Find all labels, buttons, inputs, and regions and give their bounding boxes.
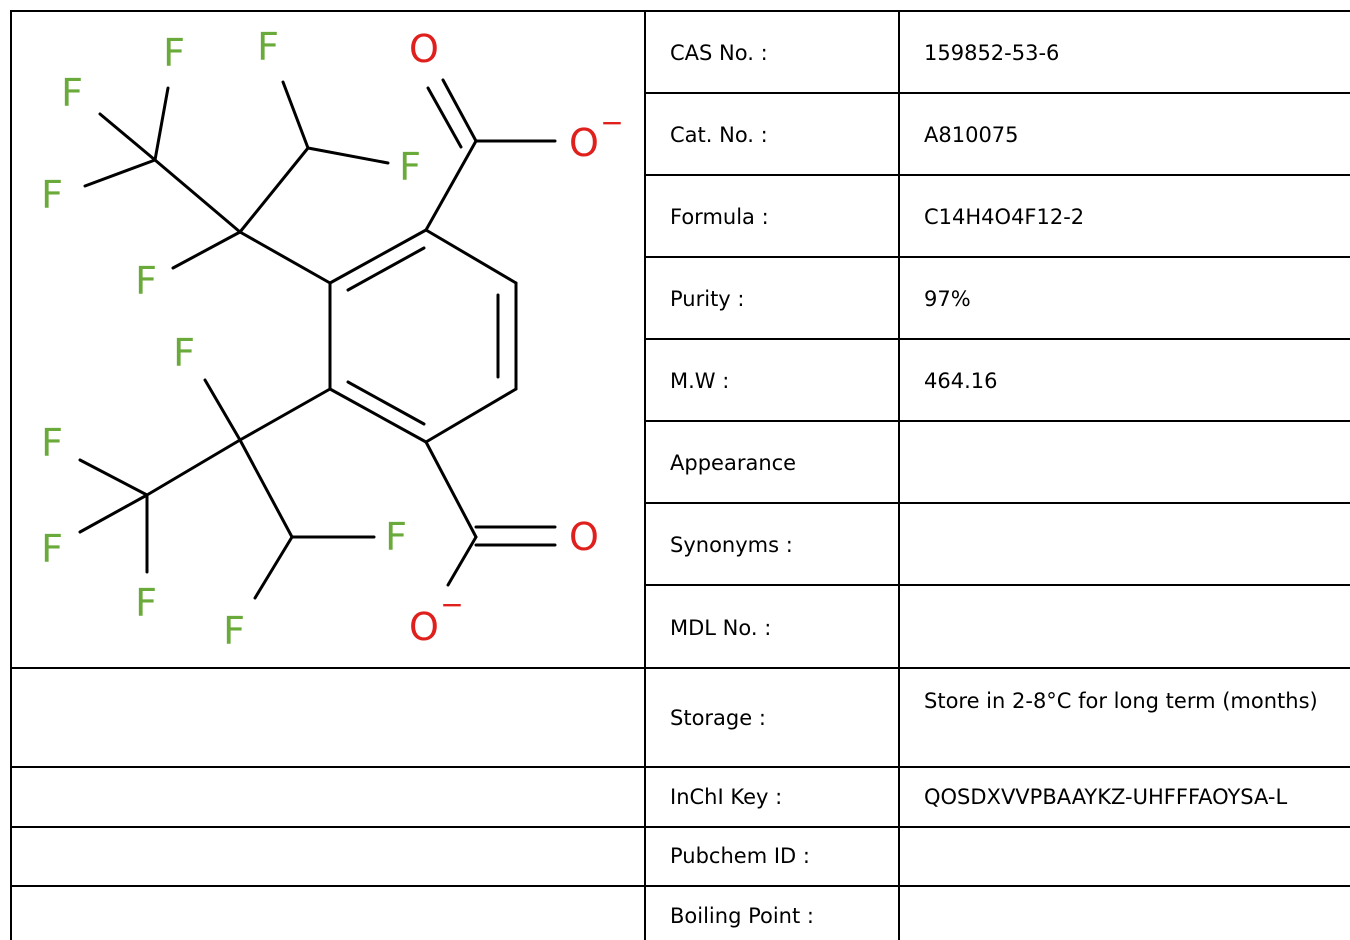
bond [145,438,242,497]
bond [424,387,518,444]
formula-label: Formula : [670,205,769,229]
table-border-left [10,10,12,940]
fluorine-atom: F [41,173,63,217]
fluorine-atom: F [173,331,195,375]
bond [98,112,157,162]
fluorine-atom: F [163,31,185,75]
row-divider [644,256,1350,258]
negative-charge: − [600,106,623,139]
bond [238,387,332,442]
bond [83,158,157,188]
bond [238,230,332,285]
synonyms-label: Synonyms : [670,533,793,557]
column-divider-2 [898,10,900,940]
fluorine-atom: F [223,609,245,653]
row-divider [644,338,1350,340]
bond [281,80,310,150]
bond [446,535,478,587]
bond [424,228,518,285]
cas-label: CAS No. : [670,41,768,65]
bond [424,139,478,232]
fluorine-atom: F [385,515,407,559]
fluorine-atom: F [41,421,63,465]
boiling-point-label: Boiling Point : [670,904,814,928]
fluorine-atom: F [399,145,421,189]
bond [153,158,242,234]
purity-label: Purity : [670,287,745,311]
cat-value: A810075 [924,123,1019,147]
bond [306,146,390,165]
bond [171,230,242,270]
oxygen-atom: O [409,605,439,649]
row-divider [644,174,1350,176]
row-divider [644,502,1350,504]
storage-label: Storage : [670,706,766,730]
table-border-top [10,10,1350,12]
cas-value: 159852-53-6 [924,41,1060,65]
row-divider-full [10,667,1350,669]
fluorine-atom: F [41,527,63,571]
bond [328,387,428,444]
inchi-key-value: QOSDXVVPBAAYKZ-UHFFFAOYSA-L [924,785,1288,809]
storage-value: Store in 2-8°C for long term (months) [924,689,1318,713]
fluorine-atom: F [257,25,279,69]
bond-lines [78,78,557,600]
bond [78,458,149,497]
mw-value: 464.16 [924,369,998,393]
oxygen-atom: O [409,27,439,71]
row-divider [644,584,1350,586]
bond [203,378,242,442]
row-divider-full [10,826,1350,828]
negative-charge: − [440,588,463,621]
formula-value: C14H4O4F12-2 [924,205,1085,229]
fluorine-atom: F [61,71,83,115]
row-divider [644,420,1350,422]
cat-label: Cat. No. : [670,123,768,147]
fluorine-atom: F [135,259,157,303]
mdl-label: MDL No. : [670,616,772,640]
bond [153,86,170,162]
bond [238,146,310,234]
aromatic-bond [346,246,426,292]
appearance-label: Appearance [670,451,797,475]
bond [426,86,463,149]
purity-value: 97% [924,287,971,311]
bond [328,228,428,285]
bond [253,535,294,600]
row-divider-full [10,766,1350,768]
inchi-key-label: InChI Key : [670,785,783,809]
bond [78,493,149,534]
row-divider [644,92,1350,94]
bond [424,440,478,539]
pubchem-label: Pubchem ID : [670,844,810,868]
chemical-structure-image: O O − O O − F F F F F F F F F F F F [41,25,624,653]
row-divider-full [10,885,1350,887]
oxygen-atom: O [569,121,599,165]
column-divider-1 [644,10,646,940]
aromatic-bond [346,380,426,426]
bond [441,78,478,143]
oxygen-atom: O [569,515,599,559]
mw-label: M.W : [670,369,730,393]
fluorine-atom: F [135,581,157,625]
bond [238,438,294,539]
